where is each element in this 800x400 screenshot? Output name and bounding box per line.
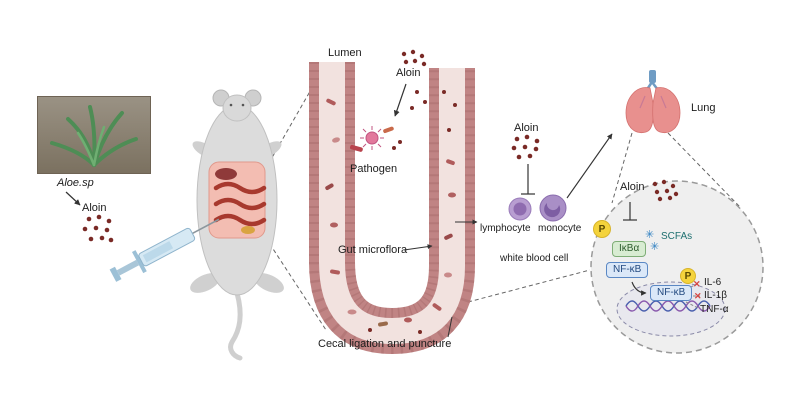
label-aloin-left: Aloin [82, 202, 107, 214]
label-pathogen: Pathogen [350, 163, 398, 175]
gut-microflora-icons [325, 90, 457, 334]
syringe-needle [191, 218, 220, 235]
label-tnfa: TNF-α [700, 304, 729, 315]
cell-magnified [590, 179, 764, 354]
lung-left-lobe [625, 87, 654, 134]
aloe-photo [37, 96, 151, 174]
label-aloin-cell: Aloin [620, 181, 645, 193]
nfkb-box-nucleus: NF-κB [650, 285, 693, 301]
label-monocyte: monocyte [538, 223, 582, 234]
scfa-icon: ✳ [645, 229, 655, 241]
mouse-tail [228, 290, 243, 361]
pathogen-rod-2 [383, 126, 394, 134]
mouse-hindlimb-right [254, 273, 284, 293]
arrow-microflora [403, 244, 433, 251]
pathogen-rod [350, 144, 363, 152]
immune-cells [508, 194, 567, 222]
monocyte-cell [539, 194, 567, 222]
mouse-head [222, 94, 252, 122]
label-gut-microflora: Gut microflora [338, 244, 408, 256]
arrow-aloin-to-pathogen [393, 83, 407, 117]
mouse-liver [215, 168, 237, 180]
label-white-blood-cell: white blood cell [500, 253, 569, 264]
dna-strand-2 [625, 300, 711, 312]
phospho-badge-2: P [680, 268, 696, 284]
mouse-cecum [241, 226, 255, 234]
mouse-intestines [213, 181, 267, 227]
label-scfas: SCFAs [661, 231, 693, 242]
arrow-aloe-to-aloin [65, 191, 81, 206]
mouse-hindlimb-left [190, 273, 220, 293]
label-aloin-gut: Aloin [396, 67, 421, 79]
nfkb-box-cytoplasm: NF-κB [606, 262, 649, 278]
pathogen-icons [350, 126, 402, 152]
lung-right-lobe [652, 87, 681, 134]
mouse-illustration [190, 89, 284, 361]
scfa-icon: ✳ [650, 241, 660, 253]
block-x-icon: ✕ [694, 291, 702, 301]
label-il1b: IL-1β [704, 290, 727, 301]
gut-loop [309, 62, 475, 355]
block-x-icon: ✕ [693, 279, 701, 289]
arrow-wbc-to-lung [566, 133, 613, 199]
aloin-dots-cell [652, 179, 679, 202]
ikba-box: IκBα [612, 241, 647, 257]
label-lumen: Lumen [328, 47, 362, 59]
lung-illustration [625, 70, 681, 134]
gut-lumen [319, 62, 465, 345]
aloin-dots-gut [401, 49, 427, 110]
label-aloe-species: Aloe.sp [57, 177, 94, 189]
phospho-letter: P [684, 270, 692, 282]
label-il6: IL-6 [704, 277, 722, 288]
syringe [109, 218, 220, 282]
arrows [65, 83, 613, 338]
label-lymphocyte: lymphocyte [480, 223, 531, 234]
arrow-nfkb-translocation [631, 281, 647, 296]
label-lung: Lung [691, 102, 716, 114]
pathogen-coccus [365, 131, 379, 145]
syringe-liquid [142, 241, 174, 263]
label-aloin-middle: Aloin [514, 122, 539, 134]
trachea [649, 70, 656, 83]
syringe-plunger [116, 259, 140, 276]
label-cecal-ligation: Cecal ligation and puncture [318, 338, 452, 350]
phospho-badge-1: P [593, 220, 611, 238]
aloin-dots-left [82, 214, 114, 243]
phospho-letter: P [598, 223, 606, 235]
pointer-cecal-ligation [447, 316, 453, 338]
aloin-dots-middle [511, 134, 540, 160]
aloe-plant-illustration [50, 105, 138, 167]
